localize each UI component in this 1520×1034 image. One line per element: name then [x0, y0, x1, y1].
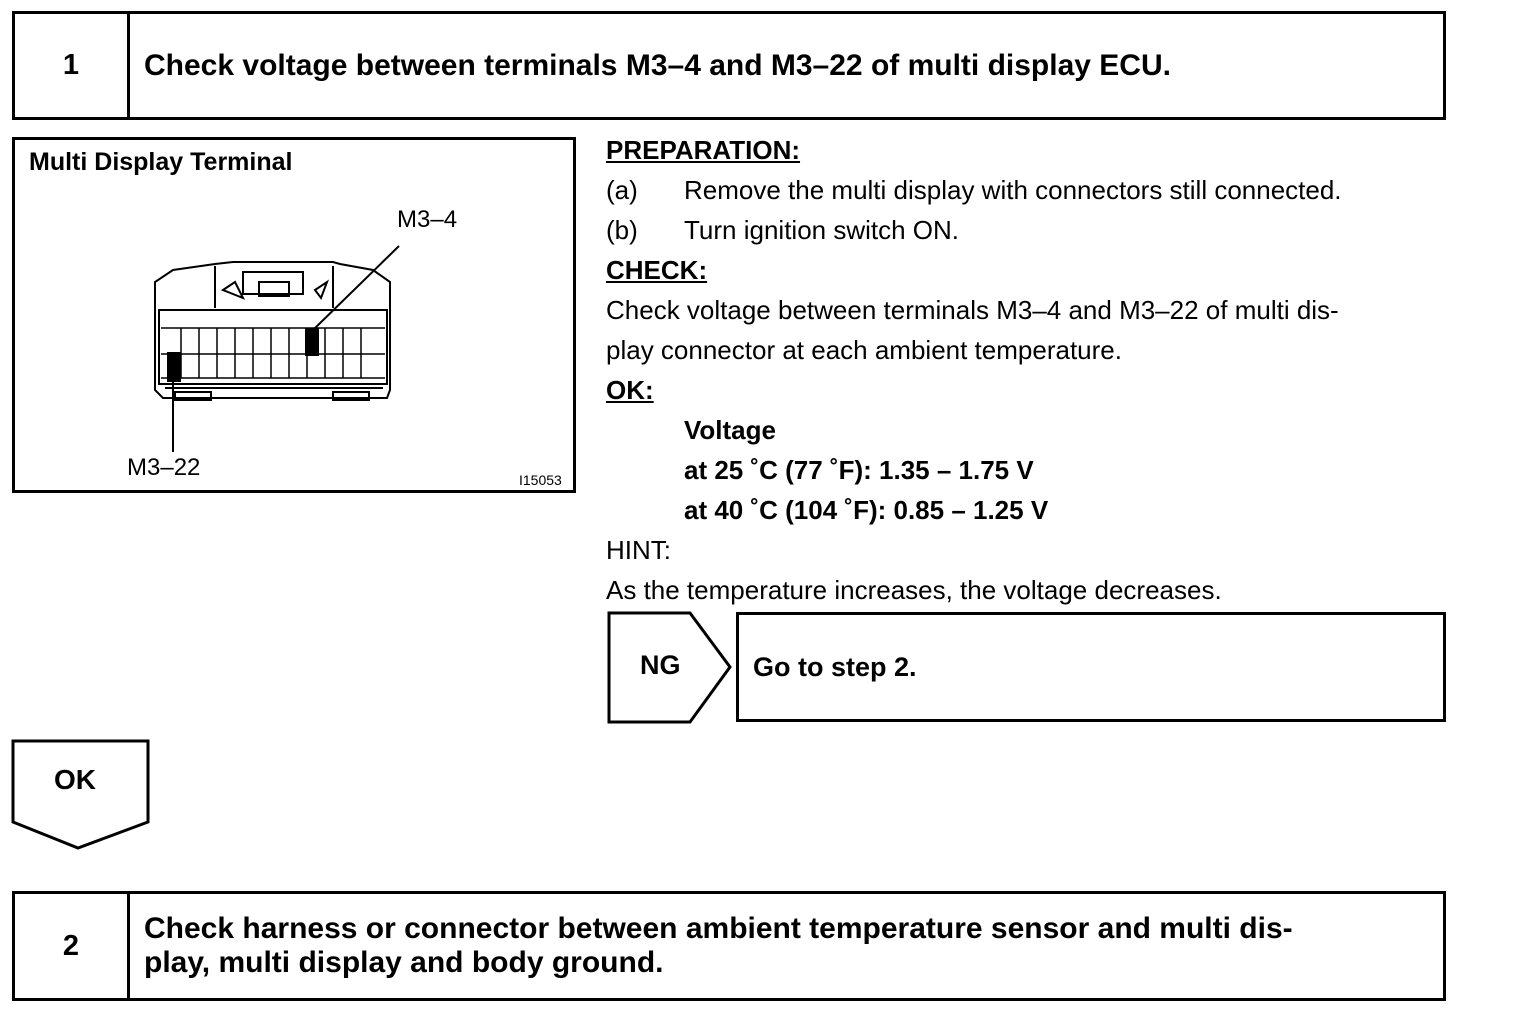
hint-heading: HINT:	[606, 535, 671, 565]
connector-drawing	[154, 245, 400, 452]
step-number: 2	[15, 894, 130, 998]
ng-label: NG	[640, 650, 681, 680]
spec-row-25c: at 25 ˚C (77 ˚F): 1.35 – 1.75 V	[684, 455, 1034, 485]
prep-text-a: Remove the multi display with connectors…	[684, 175, 1342, 205]
step-title-line-2: play, multi display and body ground.	[144, 946, 664, 979]
terminal-m3-4-mark	[305, 328, 319, 356]
spec-row-40c: at 40 ˚C (104 ˚F): 0.85 – 1.25 V	[684, 495, 1049, 525]
step-title: Check harness or connector between ambie…	[130, 894, 1443, 998]
ok-arrow-shape	[11, 739, 150, 850]
prep-marker-b: (b)	[606, 215, 638, 245]
step-title-line-1: Check harness or connector between ambie…	[144, 912, 1293, 945]
figure-title: Multi Display Terminal	[29, 148, 293, 176]
ng-arrow-shape	[607, 611, 732, 724]
ng-action-text: Go to step 2.	[753, 651, 917, 682]
check-heading: CHECK:	[606, 255, 708, 285]
prep-marker-a: (a)	[606, 175, 638, 205]
terminal-label-m3-22: M3–22	[127, 454, 201, 481]
step-title: Check voltage between terminals M3–4 and…	[144, 48, 1171, 82]
step-2-header: 2 Check harness or connector between amb…	[12, 891, 1446, 1001]
preparation-heading: PREPARATION:	[606, 135, 801, 165]
check-line-1: Check voltage between terminals M3–4 and…	[606, 295, 1339, 325]
ok-label: OK	[54, 764, 96, 795]
figure-code: I15053	[519, 472, 562, 488]
check-line-2: play connector at each ambient temperatu…	[606, 335, 1122, 365]
connector-figure: Multi Display Terminal M3–4 M3–22 I15053	[12, 137, 576, 493]
hint-text: As the temperature increases, the voltag…	[606, 575, 1222, 605]
terminal-m3-22-mark	[167, 352, 181, 382]
step-1-header: 1 Check voltage between terminals M3–4 a…	[12, 11, 1446, 120]
ok-heading: OK:	[606, 375, 654, 405]
spec-label: Voltage	[684, 415, 776, 445]
terminal-label-m3-4: M3–4	[397, 206, 458, 233]
step-number: 1	[15, 14, 130, 117]
ng-action-box: Go to step 2.	[736, 612, 1446, 722]
prep-text-b: Turn ignition switch ON.	[684, 215, 960, 245]
